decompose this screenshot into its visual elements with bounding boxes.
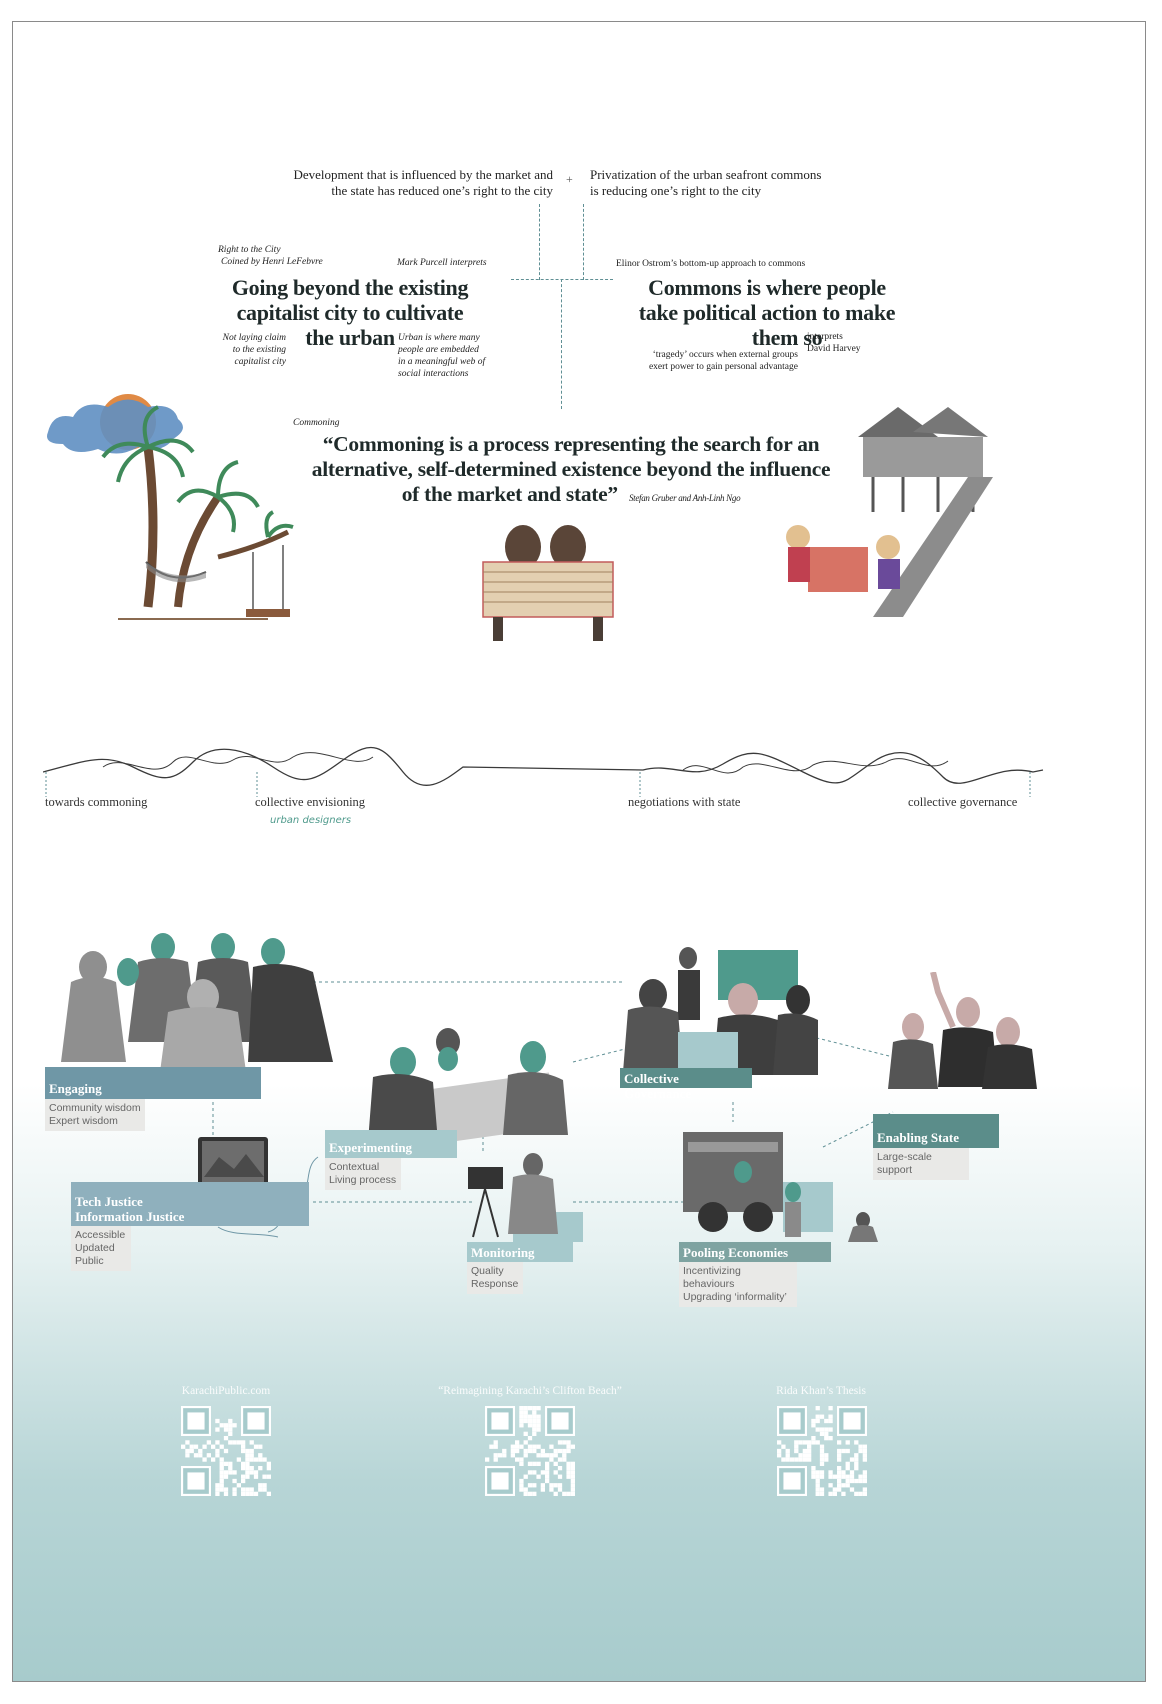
palm-leaves: [101, 405, 294, 539]
enabling-state-photo: [888, 972, 1037, 1089]
stage-collective-envisioning: collective envisioning: [255, 795, 366, 809]
governance-photo: [623, 947, 818, 1075]
child-2: [876, 535, 900, 559]
palm-trunk-1: [143, 446, 158, 608]
connector-bar: [511, 279, 613, 280]
palm-trunk-2: [174, 494, 222, 608]
note-right-to-city: Right to the City Coined by Henri LeFebv…: [218, 245, 323, 267]
timeline-scribble: [43, 746, 1044, 797]
pooling-economies-photo: [683, 1132, 878, 1242]
connector-left: [539, 204, 540, 280]
node-collective-governance: Collective Governance: [620, 1068, 752, 1101]
qr-code-thesis[interactable]: [777, 1406, 867, 1496]
stage-collective-governance: collective governance: [908, 795, 1018, 809]
stage-towards-commoning: towards commoning: [45, 795, 148, 809]
note-harvey: interprets David Harvey: [807, 332, 861, 354]
qr-label-thesis: Rida Khan’s Thesis: [776, 1385, 866, 1397]
stage-negotiations: negotiations with state: [628, 795, 741, 809]
node-engaging-details: Community wisdom Expert wisdom: [45, 1099, 145, 1131]
palm-hammock-illustration: [47, 394, 294, 620]
bench-back: [482, 561, 614, 618]
left-heading: Going beyond the existing capitalist cit…: [231, 275, 469, 350]
note-tragedy: ‘tragedy’ occurs when external groups ex…: [648, 350, 798, 372]
hut-body: [863, 437, 983, 477]
note-not-laying-claim: Not laying claim to the existing capital…: [222, 333, 286, 367]
commoning-label: Commoning: [293, 418, 340, 428]
node-tech-justice: Tech Justice Information Justice: [71, 1182, 309, 1226]
connector-down: [561, 279, 562, 409]
network-links: [212, 981, 894, 1203]
thesis-left: Development that is influenced by the ma…: [293, 167, 553, 198]
stilt-hut-illustration: [786, 407, 993, 617]
node-monitoring-details: Quality Response: [467, 1262, 523, 1294]
node-enabling-state-details: Large-scale support: [873, 1148, 969, 1180]
qr-label-karachipublic: KarachiPublic.com: [181, 1385, 271, 1397]
node-pooling-economies-details: Incentivizing behaviours Upgrading ‘info…: [679, 1262, 797, 1307]
node-tech-justice-details: Accessible Updated Public: [71, 1226, 131, 1271]
hut-roof-2: [913, 407, 988, 437]
node-experimenting-details: Contextual Living process: [325, 1158, 401, 1190]
node-monitoring: Monitoring: [467, 1242, 573, 1262]
commoning-quote: “Commoning is a process representing the…: [311, 432, 831, 506]
child-1: [786, 525, 810, 549]
branch: [217, 529, 290, 560]
node-engaging: Engaging: [45, 1067, 261, 1099]
quote-attribution: Stefan Gruber and Anh-Linh Ngo: [628, 493, 741, 503]
connector-right: [583, 204, 584, 280]
boardwalk: [873, 477, 993, 617]
note-ostrom: Elinor Ostrom’s bottom-up approach to co…: [616, 259, 806, 269]
note-purcell: Mark Purcell interprets: [397, 258, 487, 268]
node-enabling-state: Enabling State: [873, 1114, 999, 1148]
node-experimenting: Experimenting: [325, 1130, 457, 1158]
note-urban-definition: Urban is where many people are embedded …: [398, 333, 486, 379]
thesis-right: Privatization of the urban seafront comm…: [590, 167, 822, 198]
right-heading: Commons is where people take political a…: [638, 275, 896, 350]
annotation-urban-designers: urban designers: [270, 815, 352, 826]
node-pooling-economies: Pooling Economies: [679, 1242, 831, 1262]
poster: Development that is influenced by the ma…: [12, 21, 1146, 1682]
qr-code-reimagining[interactable]: [485, 1406, 575, 1496]
bench-couple-illustration: [482, 525, 614, 641]
qr-label-reimagining: “Reimagining Karachi’s Clifton Beach”: [438, 1385, 622, 1397]
monitoring-photo: [468, 1153, 583, 1242]
swing-seat: [246, 609, 290, 617]
person-head-1: [505, 525, 541, 569]
plus-sign: +: [566, 172, 573, 186]
experimenting-photo: [368, 1028, 568, 1146]
person-head-2: [550, 525, 586, 569]
sandcastle: [808, 547, 868, 592]
qr-code-karachipublic[interactable]: [181, 1406, 271, 1496]
